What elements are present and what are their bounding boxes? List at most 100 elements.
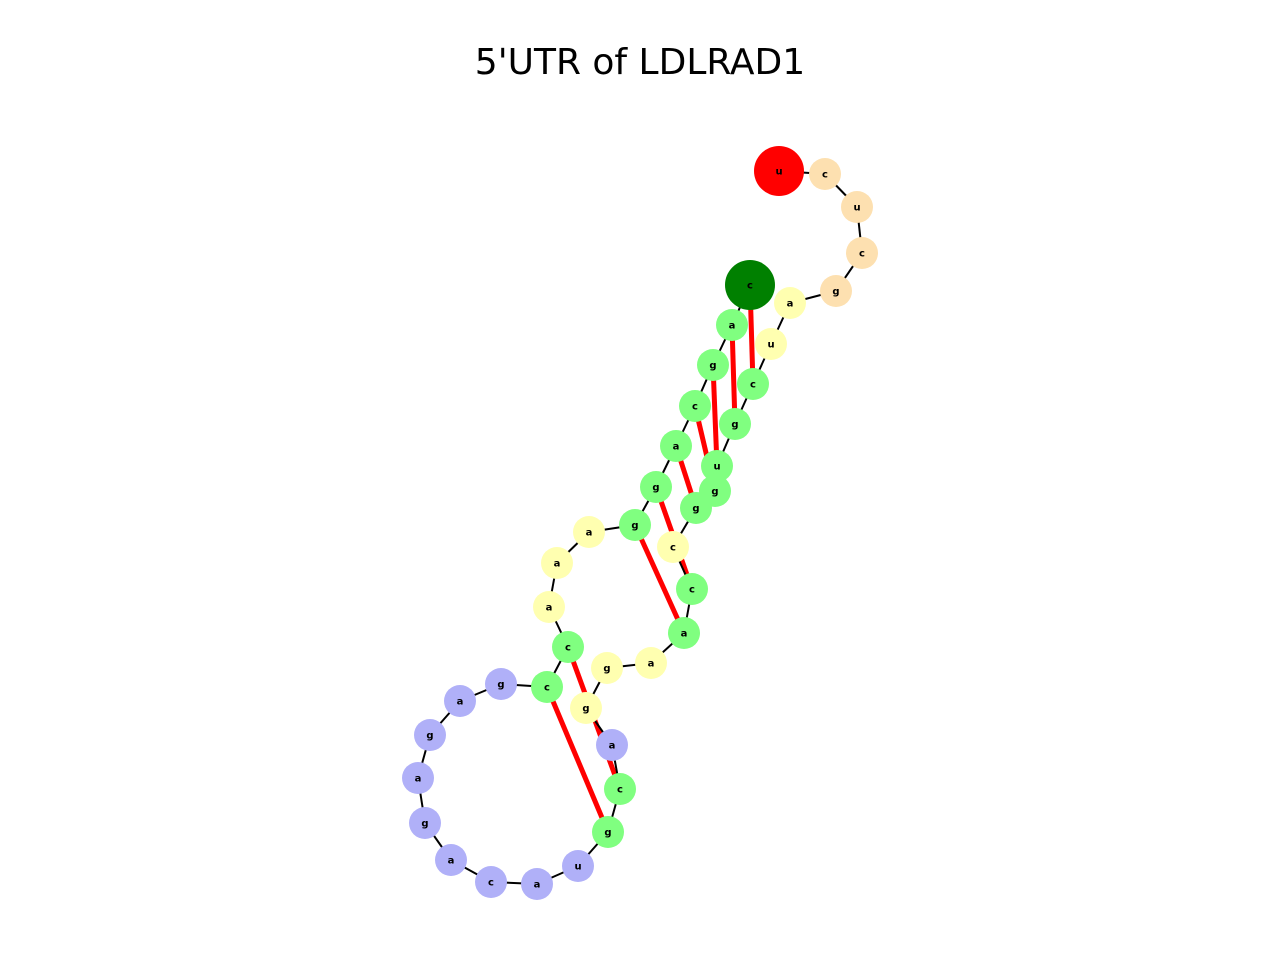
nucleotide-32: g bbox=[699, 475, 731, 507]
nucleotide-label: c bbox=[859, 249, 865, 260]
nucleotide-12: c bbox=[531, 671, 563, 703]
nucleotide-label: g bbox=[711, 487, 718, 498]
nucleotide-node bbox=[841, 191, 873, 223]
nucleotide-label: c bbox=[692, 402, 698, 413]
nucleotide-node bbox=[697, 349, 729, 381]
nucleotide-node bbox=[444, 685, 476, 717]
nucleotide-label: c bbox=[670, 543, 676, 554]
nucleotide-label: g bbox=[421, 819, 428, 830]
nucleotide-node bbox=[716, 309, 748, 341]
nucleotide-33: u bbox=[701, 450, 733, 482]
nucleotide-node bbox=[846, 237, 878, 269]
nucleotide-label: a bbox=[448, 856, 455, 867]
nucleotide-label: g bbox=[731, 420, 738, 431]
nucleotide-node bbox=[596, 729, 628, 761]
nucleotide-node bbox=[541, 547, 573, 579]
nucleotide-8: a bbox=[573, 516, 605, 548]
nucleotide-node bbox=[562, 850, 594, 882]
nucleotide-node bbox=[657, 531, 689, 563]
nucleotide-node bbox=[809, 158, 841, 190]
nucleotide-label: g bbox=[631, 521, 638, 532]
nucleotide-22: g bbox=[592, 816, 624, 848]
nucleotide-label: g bbox=[832, 287, 839, 298]
nucleotide-node bbox=[619, 509, 651, 541]
nucleotide-14: a bbox=[444, 685, 476, 717]
nucleotide-node bbox=[737, 368, 769, 400]
base-pair-edge bbox=[632, 523, 687, 635]
nucleotide-label: c bbox=[565, 643, 571, 654]
nucleotide-20: a bbox=[521, 868, 553, 900]
nucleotide-node bbox=[435, 844, 467, 876]
nucleotide-9: a bbox=[541, 547, 573, 579]
diagram-title: 5'UTR of LDLRAD1 bbox=[474, 42, 806, 83]
nucleotide-label: u bbox=[767, 340, 774, 351]
nucleotide-label: c bbox=[689, 585, 695, 596]
nucleotide-node bbox=[820, 275, 852, 307]
base-pair-edge bbox=[544, 686, 611, 833]
nucleotide-16: a bbox=[402, 762, 434, 794]
nucleotide-42: u bbox=[754, 146, 804, 196]
base-pair-edge bbox=[729, 324, 738, 425]
nucleotide-node bbox=[409, 807, 441, 839]
nucleotide-label: a bbox=[648, 659, 655, 670]
nucleotide-35: c bbox=[737, 368, 769, 400]
nucleotide-label: u bbox=[775, 167, 782, 178]
nucleotide-node bbox=[521, 868, 553, 900]
nucleotide-38: g bbox=[820, 275, 852, 307]
nucleotide-36: u bbox=[755, 328, 787, 360]
nucleotide-node bbox=[679, 390, 711, 422]
nucleotide-6: g bbox=[640, 471, 672, 503]
nucleotide-7: g bbox=[619, 509, 651, 541]
nucleotide-4: c bbox=[679, 390, 711, 422]
nucleotide-23: c bbox=[604, 773, 636, 805]
nucleotide-39: c bbox=[846, 237, 878, 269]
nucleotide-label: g bbox=[582, 704, 589, 715]
nucleotide-node bbox=[531, 671, 563, 703]
base-pair-edge bbox=[710, 364, 720, 467]
nucleotide-node bbox=[533, 591, 565, 623]
nucleotide-node bbox=[573, 516, 605, 548]
nucleotide-node bbox=[699, 475, 731, 507]
nucleotide-node bbox=[592, 816, 624, 848]
nucleotide-label: a bbox=[681, 629, 688, 640]
nucleotide-37: a bbox=[774, 287, 806, 319]
nucleotide-label: c bbox=[747, 281, 753, 292]
nucleotide-label: a bbox=[729, 321, 736, 332]
nucleotide-label: u bbox=[853, 203, 860, 214]
nucleotide-label: g bbox=[497, 680, 504, 691]
nucleotide-3: g bbox=[697, 349, 729, 381]
nucleotide-34: g bbox=[719, 408, 751, 440]
nucleotide-label: a bbox=[546, 603, 553, 614]
nucleotide-label: g bbox=[692, 504, 699, 515]
nucleotide-label: u bbox=[574, 862, 581, 873]
nucleotide-node bbox=[402, 762, 434, 794]
nucleotide-11: c bbox=[552, 631, 584, 663]
nucleotide-node bbox=[591, 652, 623, 684]
nucleotide-node bbox=[676, 573, 708, 605]
nucleotide-41: c bbox=[809, 158, 841, 190]
nucleotide-15: g bbox=[414, 719, 446, 751]
nucleotide-label: a bbox=[609, 741, 616, 752]
nucleotide-label: g bbox=[426, 731, 433, 742]
nucleotide-node bbox=[774, 287, 806, 319]
nucleotide-26: g bbox=[591, 652, 623, 684]
nucleotide-label: g bbox=[652, 483, 659, 494]
nucleotide-node bbox=[701, 450, 733, 482]
nucleotide-node bbox=[552, 631, 584, 663]
nucleotide-10: a bbox=[533, 591, 565, 623]
nucleotide-2: a bbox=[716, 309, 748, 341]
nucleotide-node bbox=[725, 260, 775, 310]
nucleotide-label: u bbox=[713, 462, 720, 473]
nucleotide-5: a bbox=[660, 430, 692, 462]
nucleotide-label: c bbox=[750, 380, 756, 391]
nucleotide-label: g bbox=[709, 361, 716, 372]
nucleotide-node bbox=[640, 471, 672, 503]
nucleotide-node bbox=[570, 692, 602, 724]
nucleotide-label: a bbox=[554, 559, 561, 570]
nucleotide-29: c bbox=[676, 573, 708, 605]
nucleotide-node bbox=[414, 719, 446, 751]
nucleotide-17: g bbox=[409, 807, 441, 839]
nucleotide-label: a bbox=[534, 880, 541, 891]
nucleotide-node bbox=[485, 668, 517, 700]
